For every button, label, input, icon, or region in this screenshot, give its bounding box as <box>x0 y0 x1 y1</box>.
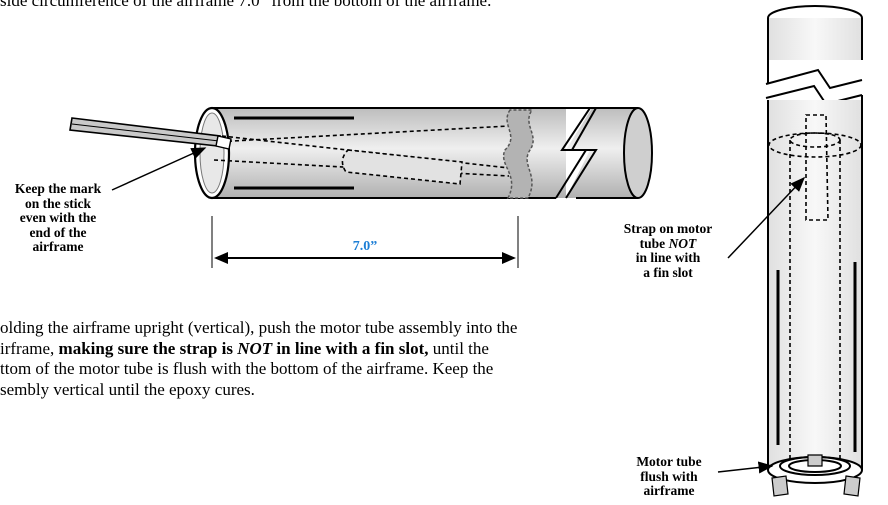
vertical-airframe-drawing <box>717 5 863 497</box>
flush-line-3: airframe <box>643 483 695 498</box>
flush-label: Motor tube flush with airframe <box>614 454 724 499</box>
line-2-bold-italic: NOT <box>237 338 273 358</box>
strap-line-2-text: tube <box>639 235 669 251</box>
flush-line-2: flush with <box>640 468 698 484</box>
instruction-paragraph: olding the airframe upright (vertical), … <box>0 318 700 400</box>
strap-line-1: Strap on motor <box>623 221 713 236</box>
line-2-start: irframe, <box>0 338 59 358</box>
strap-label: Strap on motor tube NOT in line with a f… <box>604 221 732 280</box>
keep-mark-line-5: airframe <box>32 239 84 254</box>
line-2-bold-2: in line with a fin slot, <box>272 338 429 358</box>
keep-mark-line-3: even with the <box>19 210 97 225</box>
keep-mark-line-2: on the stick <box>24 195 91 211</box>
paragraph-line-3: ttom of the motor tube is flush with the… <box>0 359 494 378</box>
line-2-end: until the <box>428 338 489 358</box>
strap-line-4: a fin slot <box>643 264 693 280</box>
paragraph-line-2: irframe, making sure the strap is NOT in… <box>0 339 700 360</box>
paragraph-line-1: olding the airframe upright (vertical), … <box>0 318 518 337</box>
keep-mark-line-4: end of the <box>29 224 87 240</box>
dimension-label: 7.0” <box>353 239 378 254</box>
keep-mark-label: Keep the mark on the stick even with the… <box>2 181 114 255</box>
strap-line-2: tube NOT <box>604 235 732 252</box>
strap-line-3: in line with <box>635 250 701 265</box>
intro-line: side circumference of the airframe 7.0” … <box>0 0 492 10</box>
paragraph-line-4: sembly vertical until the epoxy cures. <box>0 379 255 399</box>
line-2-bold-1: making sure the strap is <box>58 338 238 358</box>
flush-line-1: Motor tube <box>636 454 702 469</box>
horizontal-airframe-drawing: 7.0” <box>69 106 653 268</box>
keep-mark-line-1: Keep the mark <box>14 181 102 196</box>
strap-line-2-italic: NOT <box>668 235 697 251</box>
